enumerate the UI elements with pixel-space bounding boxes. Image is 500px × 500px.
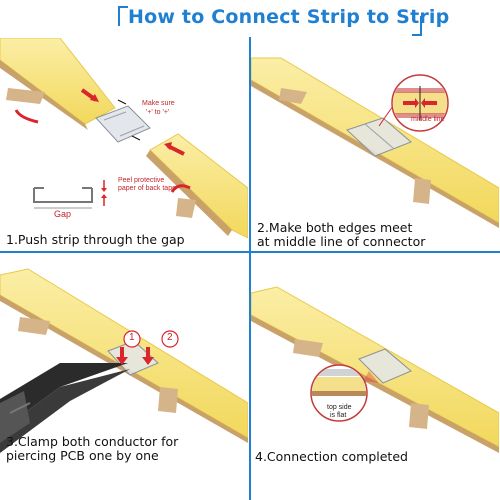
title-bracket-left — [118, 6, 128, 26]
step-3-panel: 1 2 3.Clamp both conductor for piercing … — [0, 253, 248, 466]
zoom-callout — [310, 364, 368, 422]
step-4-panel: top side is flat 4.Connection completed — [251, 253, 499, 466]
peel-line2: paper of back tape — [118, 185, 176, 192]
back-tape-left — [293, 339, 323, 357]
step-1-panel: Make sure '+' to '+' Peel protective pap… — [0, 38, 248, 251]
peel-arrow-left — [14, 109, 39, 124]
step-2-illustration — [251, 57, 499, 228]
back-tape-right — [176, 198, 196, 218]
strip-edge — [251, 315, 499, 453]
back-tape-right — [158, 387, 178, 413]
make-sure-line1: Make sure — [142, 100, 175, 107]
marker-1-label: 1 — [129, 332, 135, 343]
grid-divider-horizontal — [0, 251, 500, 253]
top-side-line2: is flat — [330, 412, 347, 419]
gap-label: Gap — [54, 209, 72, 219]
top-side-line1: top side — [327, 404, 352, 411]
step-2-caption-line1: 2.Make both edges meet — [257, 220, 413, 235]
press-arrow-2 — [142, 347, 154, 365]
step-1-caption: 1.Push strip through the gap — [6, 232, 185, 247]
zoom-callout — [391, 74, 449, 132]
title-bracket-right — [412, 16, 422, 36]
make-sure-line2: '+' to '+' — [146, 109, 170, 116]
title-bar: How to Connect Strip to Strip — [0, 0, 500, 38]
step-4-caption: 4.Connection completed — [255, 449, 408, 464]
pliers — [0, 363, 130, 453]
press-arrow-1 — [116, 347, 128, 365]
back-tape-right — [409, 403, 429, 429]
step-4-illustration — [251, 286, 499, 453]
step-3-illustration — [0, 268, 248, 453]
connector — [346, 117, 412, 157]
back-tape-left — [6, 88, 45, 104]
back-tape-left — [279, 88, 307, 104]
marker-1-circle — [123, 330, 141, 348]
strip-right-edge — [146, 150, 232, 236]
strip-left-edge — [0, 60, 88, 130]
back-tape-right — [413, 178, 431, 204]
grid-divider-vertical — [249, 37, 251, 500]
peel-arrow-right — [170, 184, 191, 193]
back-tape-left — [18, 317, 50, 335]
callout-line — [378, 105, 394, 127]
step-1-illustration — [0, 38, 248, 239]
push-arrow-right-head — [164, 142, 172, 150]
step-3-caption-line2: piercing PCB one by one — [6, 448, 159, 463]
step-2-panel: middle line 2.Make both edges meet at mi… — [251, 38, 499, 251]
page-title: How to Connect Strip to Strip — [128, 6, 450, 28]
marker-2-label: 2 — [167, 332, 173, 343]
callout-pointer — [363, 371, 379, 383]
connector — [95, 105, 151, 143]
push-arrow-left-head — [90, 94, 99, 102]
marker-2-circle — [161, 330, 179, 348]
connector — [358, 348, 412, 384]
middle-line-label: middle line — [411, 116, 445, 123]
pointer-plus-bottom — [131, 135, 141, 141]
gap-diagram — [33, 180, 107, 209]
pointer-plus-top — [117, 99, 127, 105]
step-2-caption-line2: at middle line of connector — [257, 234, 426, 249]
push-arrow-right — [167, 144, 185, 156]
step-3-caption-line1: 3.Clamp both conductor for — [6, 434, 179, 449]
peel-line1: Peel protective — [118, 177, 165, 184]
